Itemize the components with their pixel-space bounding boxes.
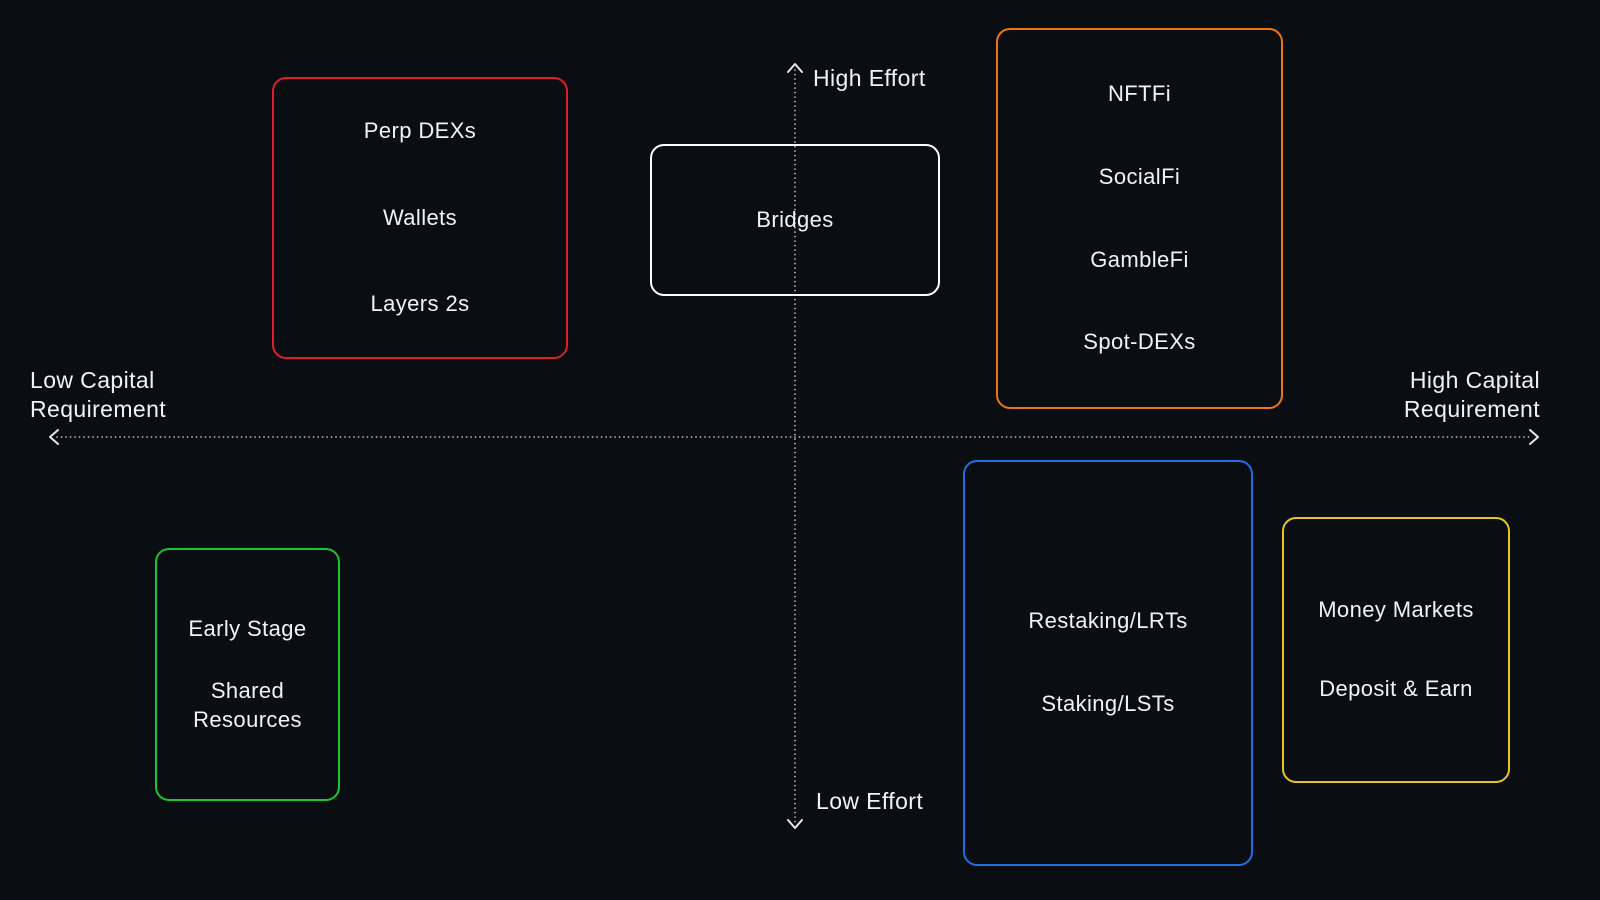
- box-item: Layers 2s: [370, 291, 470, 317]
- box-item: Spot-DEXs: [1083, 329, 1196, 355]
- low-capital-line2: Requirement: [30, 396, 167, 422]
- high-effort-label: High Effort: [813, 65, 926, 91]
- high-capital-requirement-label: High Capital Requirement: [1404, 366, 1540, 424]
- box-item: NFTFi: [1107, 81, 1172, 107]
- box-early-stage-shared-resources: Early Stage Shared Resources: [155, 548, 340, 801]
- box-item: Staking/LSTs: [1041, 691, 1175, 716]
- box-money-markets-deposit-earn: Money Markets Deposit & Earn: [1282, 517, 1510, 783]
- box-item: Early Stage: [188, 615, 307, 641]
- box-item: Money Markets: [1318, 597, 1474, 623]
- arrow-right-icon: [1529, 429, 1539, 445]
- box-item: Wallets: [382, 204, 458, 230]
- high-capital-line1: High Capital: [1409, 367, 1540, 393]
- box-restaking-staking: Restaking/LRTs Staking/LSTs: [963, 460, 1253, 866]
- box-item: Restaking/LRTs: [1028, 608, 1188, 634]
- box-item: Deposit & Earn: [1319, 676, 1473, 701]
- box-nftfi-socialfi-gamblefi-spotdexs: NFTFi SocialFi GambleFi Spot-DEXs: [996, 28, 1283, 409]
- high-capital-line2: Requirement: [1403, 396, 1540, 422]
- box-bridges: Bridges: [650, 144, 940, 296]
- arrow-down-icon: [787, 819, 803, 829]
- box-item: Bridges: [756, 206, 834, 232]
- arrow-left-icon: [49, 429, 59, 445]
- low-effort-label: Low Effort: [816, 788, 924, 814]
- box-item: Perp DEXs: [363, 118, 477, 144]
- box-perp-dexs-wallets-l2s: Perp DEXs Wallets Layers 2s: [272, 77, 568, 359]
- box-item: SocialFi: [1098, 163, 1181, 189]
- arrow-up-icon: [787, 63, 803, 73]
- low-capital-requirement-label: Low Capital Requirement: [30, 366, 166, 424]
- low-capital-line1: Low Capital: [30, 367, 155, 393]
- box-item: Shared Resources: [193, 678, 302, 732]
- box-item: GambleFi: [1090, 246, 1189, 272]
